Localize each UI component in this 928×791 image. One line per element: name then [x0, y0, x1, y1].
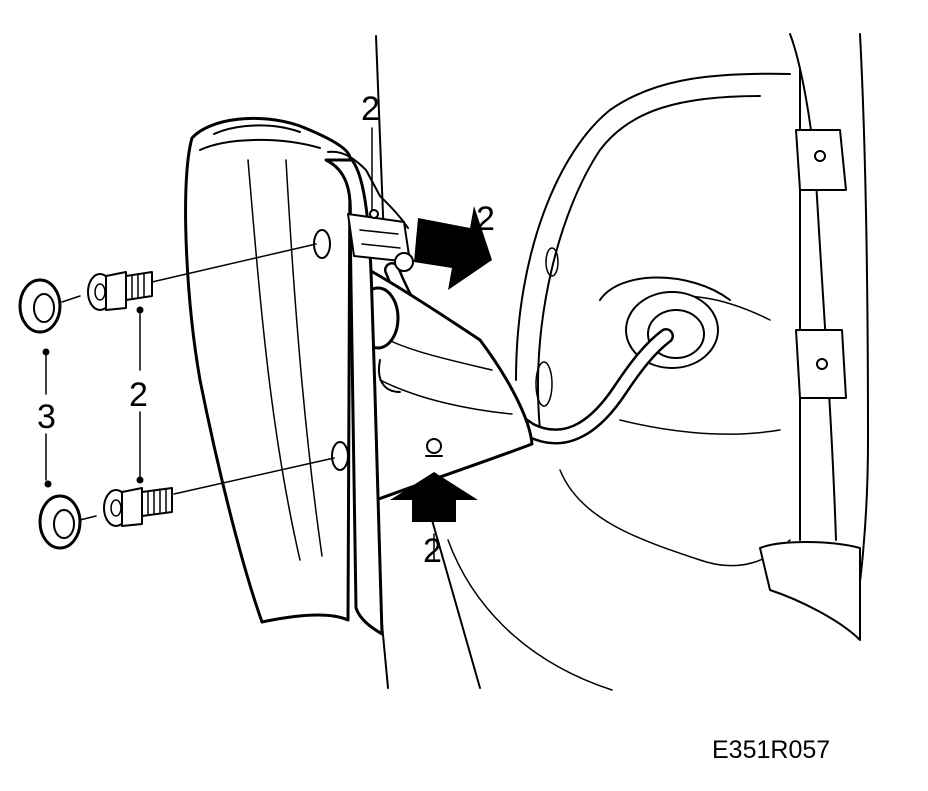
bracket-lower-hole — [816, 358, 828, 370]
grommet-recess — [599, 276, 731, 301]
leader-lower-plug — [79, 515, 97, 521]
panel-crease — [619, 419, 781, 435]
inner-panel-bottom-contour — [559, 469, 791, 567]
bracket-upper-hole — [814, 150, 826, 162]
mounting-hole-lower — [331, 441, 349, 471]
screw-thread-lines — [147, 488, 167, 516]
leader-lines — [42, 127, 435, 561]
inner-panel-outer-contour — [515, 72, 791, 381]
figure-reference-code: E351R057 — [712, 736, 830, 764]
screw-thread — [125, 271, 153, 301]
screw-thread-lines — [131, 272, 145, 300]
connector-pins — [359, 229, 401, 249]
plug-cap-inner — [33, 293, 55, 323]
callout-arrow-right: 2 — [476, 200, 495, 238]
lens-top-contour — [199, 139, 321, 151]
screw-upper — [87, 271, 153, 311]
lens-top-highlight — [213, 124, 301, 135]
arrow-right-icon — [414, 206, 492, 290]
callout-connector: 2 — [361, 90, 380, 128]
screw-thread — [141, 487, 173, 517]
screw-lower — [103, 487, 173, 527]
pillar-line — [789, 33, 837, 541]
callout-plugs: 3 — [37, 398, 56, 436]
bracket-lower — [795, 329, 847, 399]
dot — [136, 476, 144, 484]
body-edge-line — [375, 35, 385, 241]
body-contour-lower — [447, 539, 613, 691]
dot — [136, 306, 144, 314]
connector-clip — [394, 252, 414, 272]
connector-tab — [369, 209, 379, 219]
body-lower-block — [759, 541, 861, 641]
callout-screws: 2 — [129, 376, 148, 414]
body-edge-line-lower-2 — [431, 519, 481, 689]
keyhole-slot — [426, 438, 442, 454]
tail-lamp-assembly — [184, 116, 534, 636]
screw-shoulder — [121, 487, 143, 527]
arrow-up-icon — [390, 472, 478, 522]
leader-lower-screw — [173, 457, 335, 495]
plug-cap-inner — [53, 509, 75, 539]
lens-rib-2 — [285, 159, 323, 557]
plug-upper — [18, 278, 62, 334]
lens-rib — [247, 159, 301, 561]
plug-lower — [38, 494, 82, 550]
inner-panel-inner-contour — [537, 95, 761, 431]
screw-shoulder — [105, 271, 127, 311]
vehicle-body-panel — [375, 33, 869, 691]
callout-arrow-bottom: 2 — [423, 532, 442, 570]
panel-slot-upper — [545, 247, 559, 277]
panel-slot-lower — [535, 361, 553, 407]
clip-arrows — [390, 206, 492, 522]
leader-upper-screw — [151, 243, 317, 283]
dot — [42, 348, 50, 356]
leader-upper-plug — [61, 295, 81, 303]
connector-lead — [327, 150, 409, 229]
dot — [44, 480, 52, 488]
pillar-outer-line — [851, 33, 869, 625]
lamp-rear-rib-2 — [379, 379, 513, 415]
